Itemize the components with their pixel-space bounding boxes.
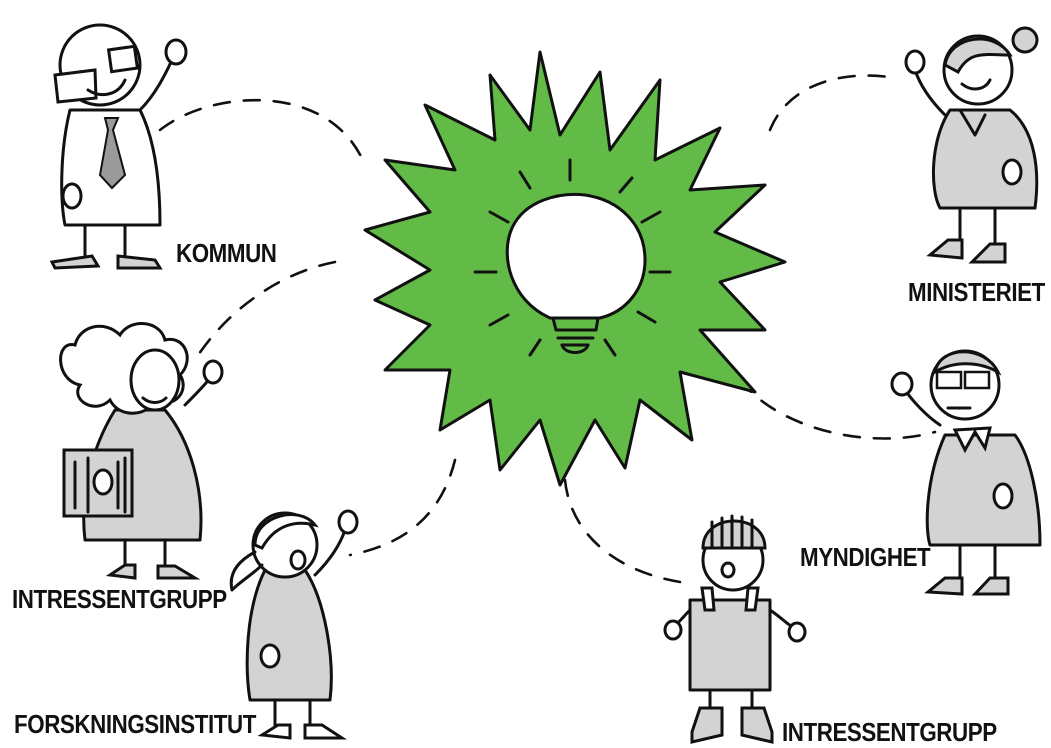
figure-forskningsinstitut: [229, 509, 359, 740]
label-forskningsinstitut: FORSKNINGSINSTITUT: [14, 709, 256, 739]
connector-myndighet: [738, 378, 937, 440]
connector-forskningsinstitut: [348, 458, 457, 557]
connectors: [158, 74, 937, 584]
figure-kommun: [49, 23, 188, 270]
connector-intressentgrupp-bottom: [563, 478, 682, 584]
label-intressentgrupp-bottom: INTRESSENTGRUPP: [782, 717, 997, 747]
lightbulb-icon: [505, 192, 647, 354]
label-intressentgrupp-left: INTRESSENTGRUPP: [12, 584, 227, 614]
figure-myndighet: [890, 349, 1042, 596]
label-myndighet: MYNDIGHET: [800, 542, 931, 572]
connector-intressentgrupp-left: [193, 260, 337, 362]
label-ministeriet: MINISTERIET: [908, 277, 1045, 307]
label-kommun: KOMMUN: [176, 238, 277, 268]
connector-ministeriet: [768, 74, 897, 132]
figure-intressentgrupp-bottom: [663, 514, 807, 744]
idea-burst: [363, 50, 787, 487]
figure-intressentgrupp-left: [59, 322, 224, 580]
connector-kommun: [158, 98, 367, 167]
figure-ministeriet: [904, 26, 1039, 264]
light-rays: [473, 158, 672, 357]
